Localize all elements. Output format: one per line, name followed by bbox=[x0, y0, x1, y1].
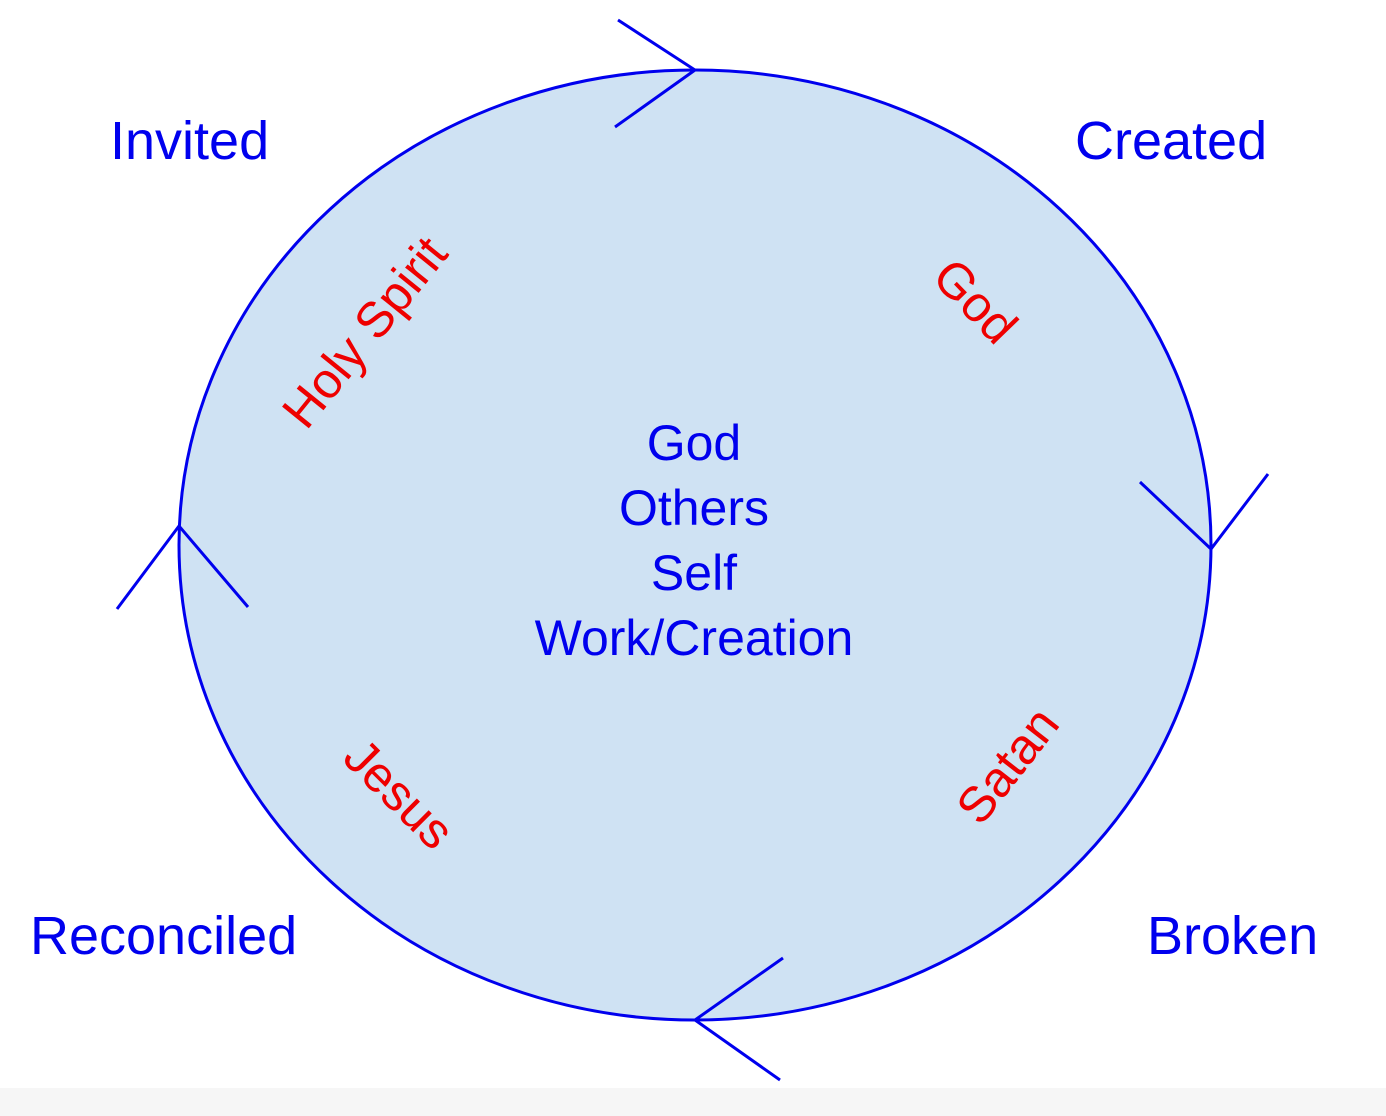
stage-label-invited: Invited bbox=[110, 111, 269, 171]
center-item-god: God bbox=[647, 415, 742, 471]
center-item-self: Self bbox=[651, 545, 737, 601]
arrow-down-icon bbox=[1138, 473, 1270, 552]
center-list: God Others Self Work/Creation bbox=[535, 415, 854, 666]
stage-label-broken: Broken bbox=[1147, 906, 1318, 966]
bottom-strip bbox=[0, 1088, 1386, 1116]
arrow-left-icon bbox=[692, 956, 784, 1082]
arrow-right-icon bbox=[614, 18, 698, 129]
center-item-others: Others bbox=[619, 480, 769, 536]
stage-label-created: Created bbox=[1075, 111, 1267, 171]
arrow-up-icon bbox=[115, 523, 250, 610]
center-item-work-creation: Work/Creation bbox=[535, 610, 854, 666]
stage-label-reconciled: Reconciled bbox=[30, 906, 297, 966]
